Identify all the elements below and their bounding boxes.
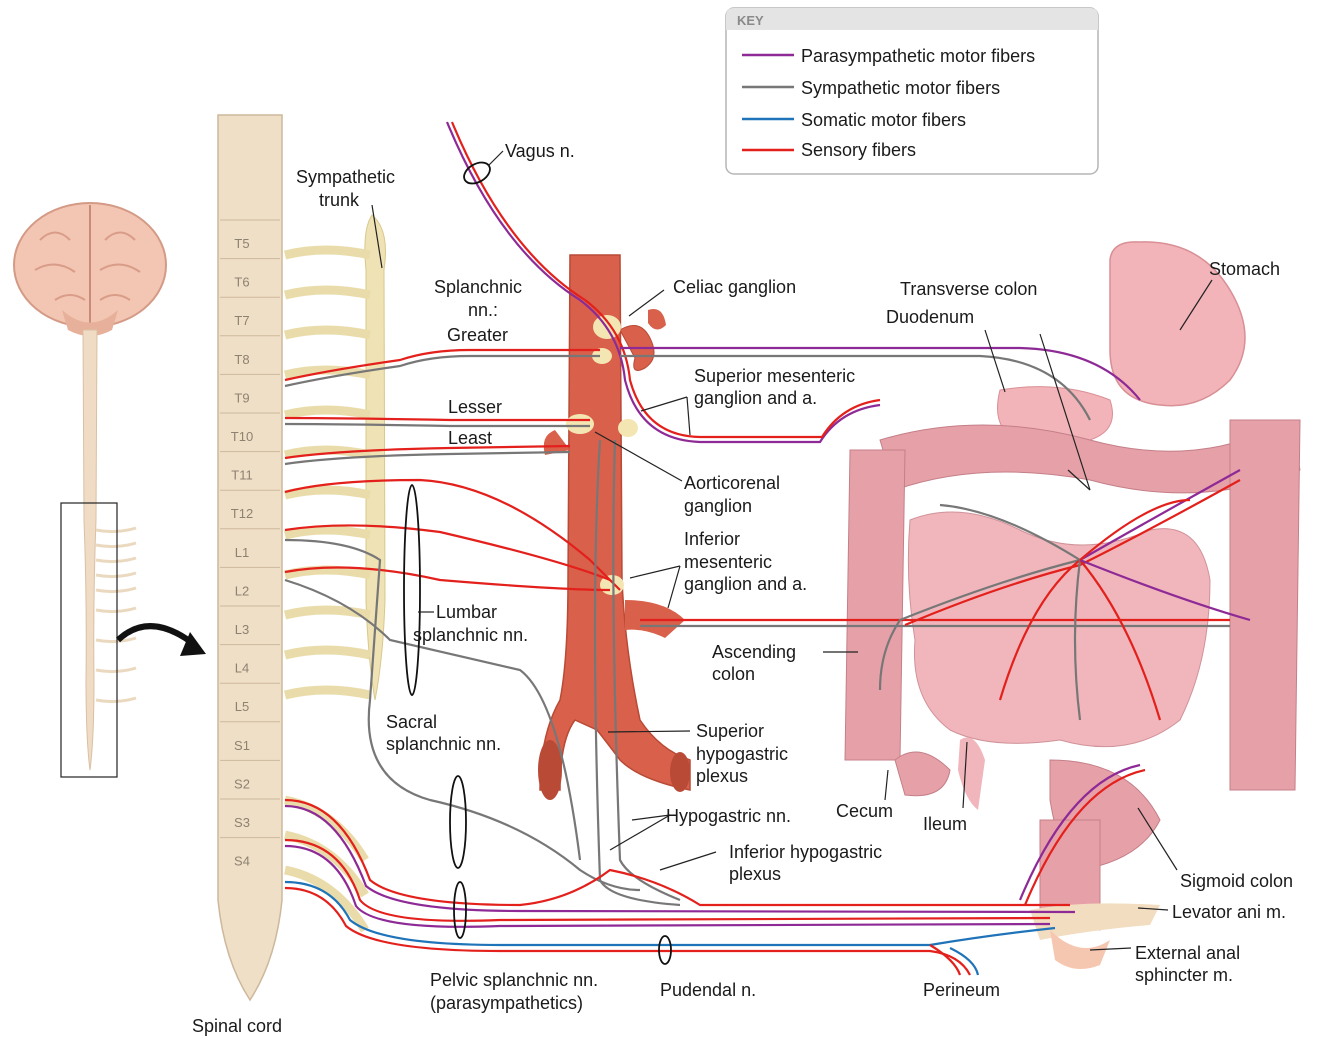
- label-splanchnic-1: Splanchnic: [434, 277, 522, 297]
- label-hypogastric: Hypogastric nn.: [666, 806, 791, 826]
- brain-overview-illustration: [14, 203, 166, 770]
- legend-title: KEY: [737, 13, 764, 28]
- label-sup-hypo-2: hypogastric: [696, 744, 788, 764]
- label-sigmoid: Sigmoid colon: [1180, 871, 1293, 891]
- label-inf-hypo-2: plexus: [729, 864, 781, 884]
- segment-label-l4: L4: [235, 661, 249, 676]
- segment-label-t12: T12: [231, 506, 253, 521]
- label-levator: Levator ani m.: [1172, 902, 1286, 922]
- label-ileum: Ileum: [923, 814, 967, 834]
- label-sup-hypo-1: Superior: [696, 721, 764, 741]
- segment-label-l3: L3: [235, 622, 249, 637]
- segment-label-t6: T6: [234, 275, 249, 290]
- label-sympathetic-trunk-1: Sympathetic: [296, 167, 395, 187]
- segment-label-t9: T9: [234, 390, 249, 405]
- label-sup-hypo-3: plexus: [696, 766, 748, 786]
- label-ascending-1: Ascending: [712, 642, 796, 662]
- label-ext-anal-2: sphincter m.: [1135, 965, 1233, 985]
- label-pelvic-2: (parasympathetics): [430, 993, 583, 1013]
- cord-nerve-roots-illustration: [96, 528, 136, 702]
- segment-label-t7: T7: [234, 313, 249, 328]
- segment-label-s3: S3: [234, 815, 250, 830]
- label-least: Least: [448, 428, 492, 448]
- label-greater: Greater: [447, 325, 508, 345]
- segment-label-t10: T10: [231, 429, 253, 444]
- label-pudendal: Pudendal n.: [660, 980, 756, 1000]
- label-splanchnic-2: nn.:: [468, 300, 498, 320]
- legend-key: KEY Parasympathetic motor fibers Sympath…: [726, 8, 1098, 174]
- segment-label-l5: L5: [235, 699, 249, 714]
- label-inf-hypo-1: Inferior hypogastric: [729, 842, 882, 862]
- label-sup-mes-2: ganglion and a.: [694, 388, 817, 408]
- zoom-arrow: [118, 626, 195, 645]
- label-transverse-colon: Transverse colon: [900, 279, 1037, 299]
- label-lumbar-1: Lumbar: [436, 602, 497, 622]
- label-cecum: Cecum: [836, 801, 893, 821]
- segment-label-l2: L2: [235, 583, 249, 598]
- label-inf-mes-3: ganglion and a.: [684, 574, 807, 594]
- segment-label-s1: S1: [234, 738, 250, 753]
- legend-label-somatic: Somatic motor fibers: [801, 110, 966, 130]
- spinal-cord-column: [218, 115, 282, 1000]
- label-stomach: Stomach: [1209, 259, 1280, 279]
- segment-label-s2: S2: [234, 776, 250, 791]
- label-inf-mes-2: mesenteric: [684, 552, 772, 572]
- label-sympathetic-trunk-2: trunk: [319, 190, 360, 210]
- label-inf-mes-1: Inferior: [684, 529, 740, 549]
- legend-label-parasympathetic: Parasympathetic motor fibers: [801, 46, 1035, 66]
- label-lesser: Lesser: [448, 397, 502, 417]
- legend-label-sympathetic: Sympathetic motor fibers: [801, 78, 1000, 98]
- label-sacral-1: Sacral: [386, 712, 437, 732]
- segment-label-t5: T5: [234, 236, 249, 251]
- label-perineum: Perineum: [923, 980, 1000, 1000]
- segment-label-l1: L1: [235, 545, 249, 560]
- label-pelvic-1: Pelvic splanchnic nn.: [430, 970, 598, 990]
- segment-label-t11: T11: [231, 468, 252, 483]
- label-ascending-2: colon: [712, 664, 755, 684]
- digestive-organs-illustration: [845, 242, 1300, 969]
- label-ext-anal-1: External anal: [1135, 943, 1240, 963]
- label-aorticorenal-1: Aorticorenal: [684, 473, 780, 493]
- segment-label-s4: S4: [234, 854, 250, 869]
- segment-label-t8: T8: [234, 352, 249, 367]
- legend-label-sensory: Sensory fibers: [801, 140, 916, 160]
- label-duodenum: Duodenum: [886, 307, 974, 327]
- label-celiac: Celiac ganglion: [673, 277, 796, 297]
- label-lumbar-2: splanchnic nn.: [413, 625, 528, 645]
- label-sup-mes-1: Superior mesenteric: [694, 366, 855, 386]
- label-aorticorenal-2: ganglion: [684, 496, 752, 516]
- label-spinal-cord: Spinal cord: [192, 1016, 282, 1036]
- label-vagus: Vagus n.: [505, 141, 575, 161]
- label-sacral-2: splanchnic nn.: [386, 734, 501, 754]
